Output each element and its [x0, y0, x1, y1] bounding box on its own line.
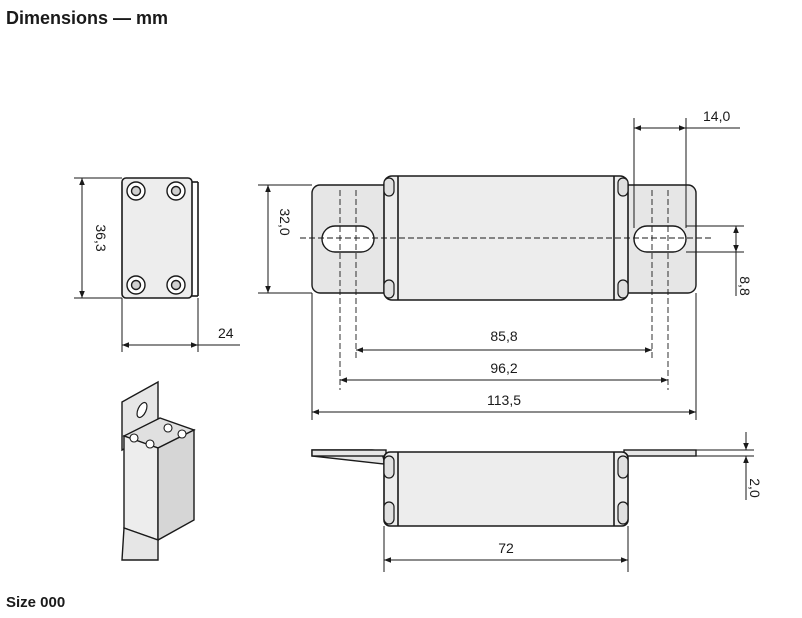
isometric-view	[121, 380, 196, 561]
dim-slot-width: 8,8	[737, 276, 753, 296]
left-slot	[321, 225, 375, 253]
dim-body-length: 72	[498, 540, 514, 556]
page-title: Dimensions — mm	[6, 8, 169, 28]
right-slot	[633, 225, 687, 253]
dim-outer-span: 96,2	[490, 360, 517, 376]
side-body	[383, 451, 629, 527]
screw-icon	[126, 181, 186, 295]
end-view: 36,3 24	[74, 177, 240, 352]
dim-tab-height: 32,0	[277, 208, 293, 235]
dim-slot-offset: 14,0	[703, 108, 730, 124]
end-view-body	[121, 177, 193, 299]
size-caption: Size 000	[6, 594, 66, 611]
dim-inner-span: 85,8	[490, 328, 517, 344]
side-view: 2,0 72	[311, 432, 763, 572]
dim-overall-length: 113,5	[487, 392, 521, 408]
dim-end-height: 36,3	[93, 224, 109, 251]
dim-tab-thickness: 2,0	[747, 478, 763, 498]
top-view: 14,0 32,0 8,8 85,8 96,2 113,5	[258, 108, 753, 420]
screw-icon	[129, 423, 187, 449]
dim-end-depth: 24	[218, 325, 234, 341]
